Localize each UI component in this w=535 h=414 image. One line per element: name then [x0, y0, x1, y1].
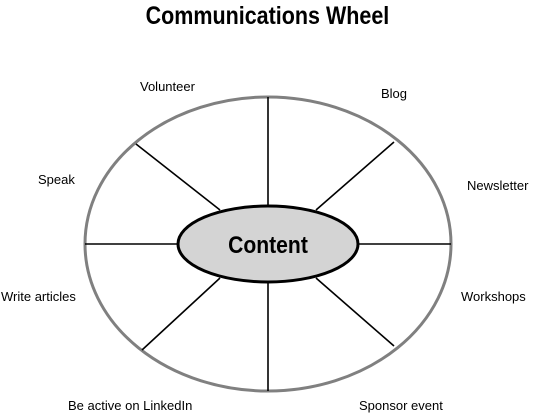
spoke-top-left — [135, 143, 221, 211]
hub-label: Content — [228, 232, 308, 259]
label-write-articles: Write articles — [1, 289, 76, 304]
content-hub — [176, 204, 360, 284]
label-workshops: Workshops — [461, 289, 526, 304]
spoke-bottom-left — [141, 277, 221, 351]
label-newsletter: Newsletter — [467, 178, 529, 193]
spoke-bottom-right — [315, 277, 395, 347]
label-speak: Speak — [38, 172, 75, 187]
label-blog: Blog — [381, 86, 408, 101]
diagram-title: Communications Wheel — [145, 2, 390, 30]
spoke-top-right — [315, 141, 395, 211]
label-volunteer: Volunteer — [140, 79, 195, 94]
label-be-active-on-linkedin: Be active on LinkedIn — [68, 398, 193, 413]
label-sponsor-event: Sponsor event — [359, 398, 443, 413]
